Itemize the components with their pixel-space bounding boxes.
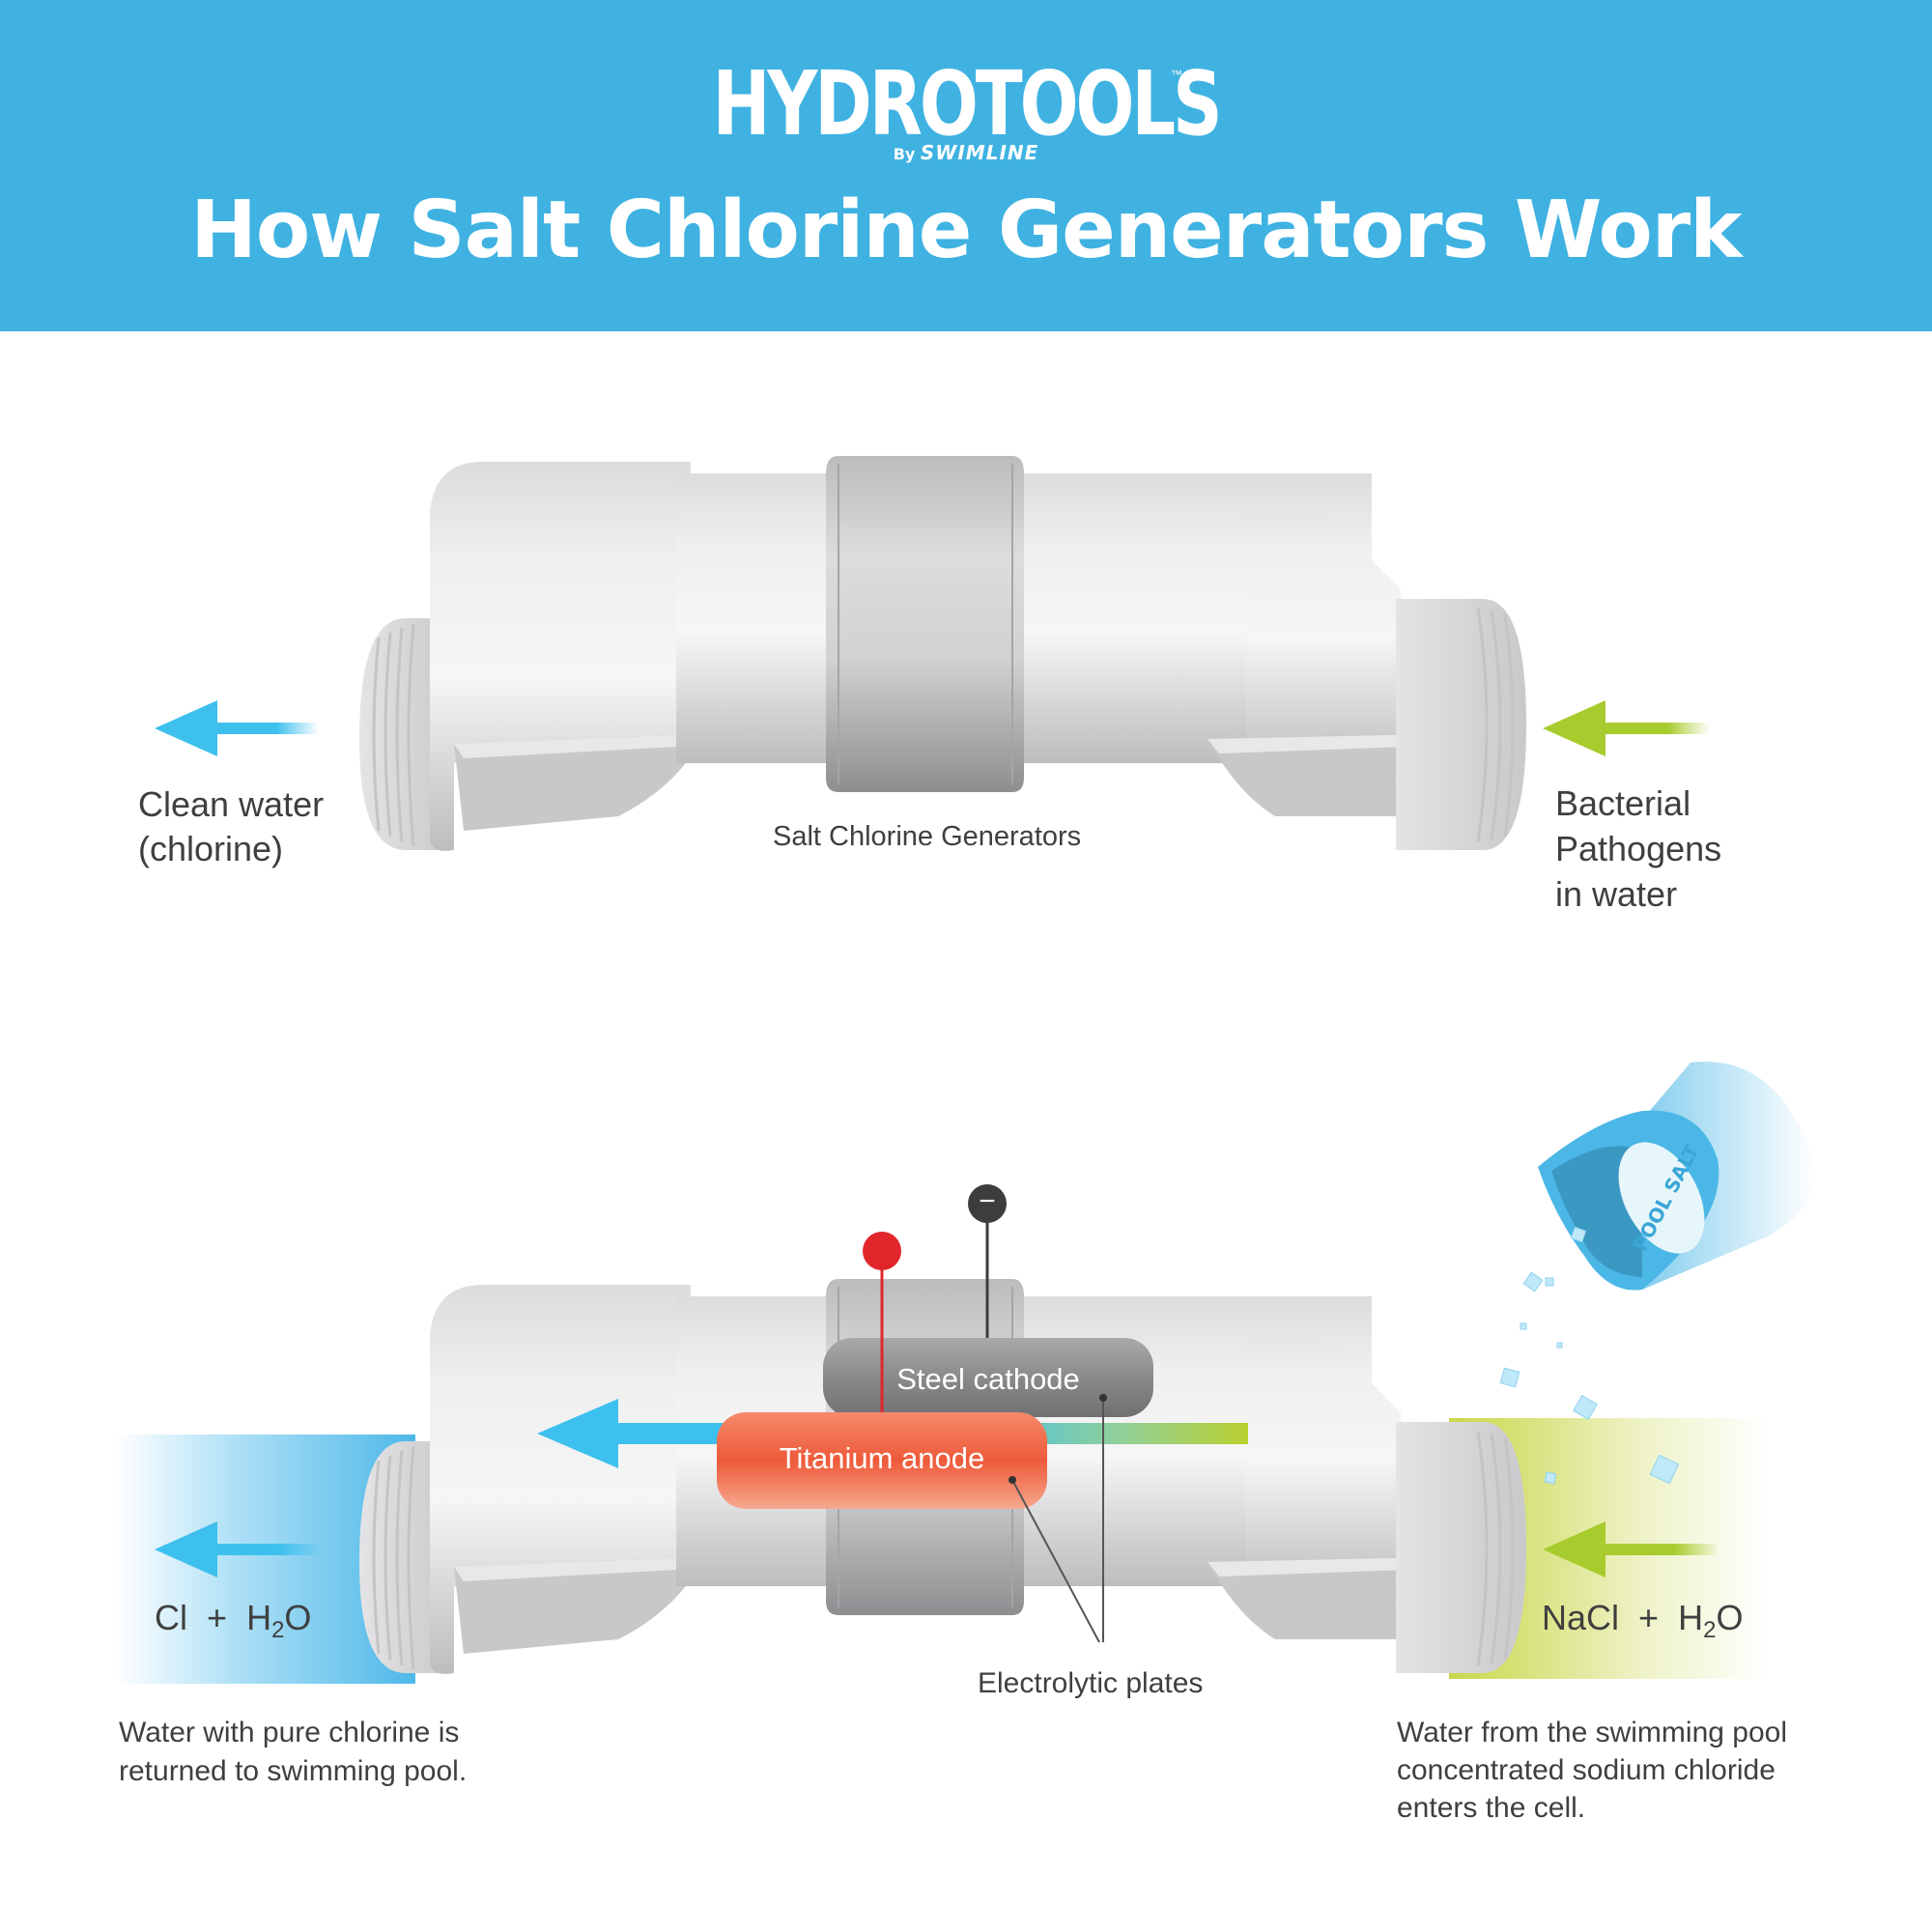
page-title: How Salt Chlorine Generators Work <box>190 185 1742 276</box>
byline-brand: SWIMLINE <box>920 141 1039 164</box>
pool-salt-bag-icon <box>1538 1062 1815 1291</box>
titanium-anode <box>717 1412 1047 1509</box>
arrow-left-green-icon <box>1543 700 1710 756</box>
arrow-left-blue-icon <box>155 700 319 756</box>
salt-crystals-icon <box>1499 1226 1680 1485</box>
brand-logo: HYDROTOOLS <box>712 52 1222 156</box>
plus-sign: + <box>865 1187 882 1219</box>
steel-cathode-label: Steel cathode <box>896 1362 1080 1396</box>
clean-water-label: Clean water (chlorine) <box>138 784 325 868</box>
right-caption: Water from the swimming pool concentrate… <box>1397 1717 1788 1824</box>
brand-byline: By SWIMLINE <box>0 141 1932 164</box>
pathogens-label: Bacterial Pathogens in water <box>1555 783 1722 914</box>
byline-by: By <box>893 145 916 163</box>
positive-terminal-icon <box>863 1232 901 1270</box>
header-banner <box>0 0 1932 331</box>
steel-cathode <box>823 1338 1153 1417</box>
trademark-symbol: ™ <box>1171 68 1182 81</box>
electrolytic-plates-label: Electrolytic plates <box>978 1667 1204 1699</box>
arrow-out-blue-icon <box>155 1521 324 1577</box>
negative-terminal-icon <box>968 1184 1007 1223</box>
arrow-in-green-icon <box>1543 1521 1719 1577</box>
titanium-anode-label: Titanium anode <box>779 1441 985 1475</box>
generator-label: Salt Chlorine Generators <box>773 821 1082 852</box>
minus-sign: − <box>979 1185 996 1217</box>
generator-top <box>357 454 1528 853</box>
right-formula: NaCl + H2O <box>1542 1598 1744 1644</box>
left-caption: Water with pure chlorine is returned to … <box>119 1717 468 1787</box>
left-formula: Cl + H2O <box>155 1598 312 1644</box>
